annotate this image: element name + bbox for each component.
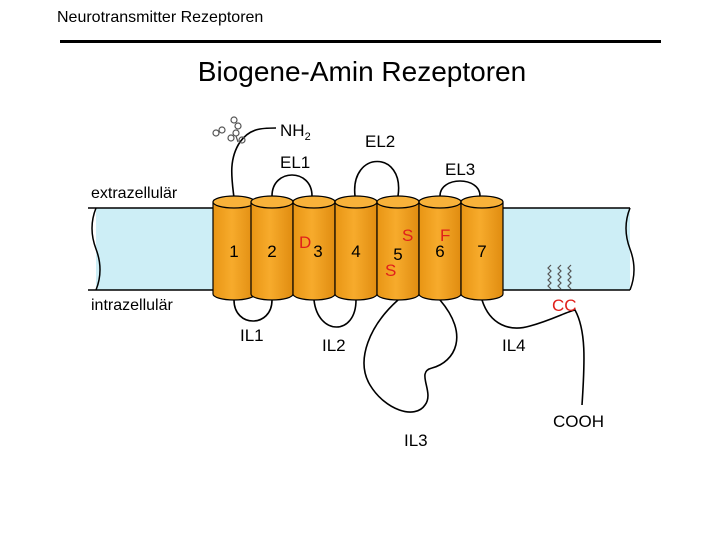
residue-f-label: F [440,226,450,245]
helix-1-cap [212,195,256,209]
helix-2-cap [250,195,294,209]
el1-loop [271,174,313,197]
helix-5-label: 5 [393,245,402,264]
residue-s2-label: S [385,261,396,280]
helix-6-label: 6 [435,242,444,261]
il4-c-terminus [481,299,585,406]
helix-3-label: 3 [313,242,322,261]
n-terminus-chain [230,127,277,199]
helix-5: 5 [376,195,420,301]
intracellular-label: intrazellulär [91,297,173,314]
residue-s1-label: S [402,226,413,245]
helix-5-cap [376,195,420,209]
helix-2-label: 2 [267,242,276,261]
el2-loop [354,160,400,197]
il4-label: IL4 [502,336,526,355]
transmembrane-helices: 1 2 3 4 5 6 7 [212,195,504,301]
helix-7-cap [460,195,504,209]
il1-loop [233,299,273,322]
el3-loop [439,180,481,197]
helix-4: 4 [334,195,378,301]
header-divider [60,40,661,43]
il1-label: IL1 [240,326,264,345]
helix-1-label: 1 [229,242,238,261]
il2-label: IL2 [322,336,346,355]
cc-residues-label: CC [552,296,577,315]
il3-label: IL3 [404,431,428,450]
helix-3: 3 [292,195,336,301]
slide-title: Biogene-Amin Rezeptoren [197,56,527,87]
helix-3-cap [292,195,336,209]
el3-label: EL3 [445,160,475,179]
extracellular-label: extrazellulär [91,185,178,202]
helix-7-body [460,201,504,301]
membrane-right-cut [625,207,635,291]
helix-7: 7 [460,195,504,301]
helix-4-cap [334,195,378,209]
membrane-left-cut [91,207,101,291]
helix-2: 2 [250,195,294,301]
il2-loop [313,299,357,328]
el2-label: EL2 [365,132,395,151]
helix-1: 1 [212,195,256,301]
il3-loop [363,299,458,413]
header-title: Neurotransmitter Rezeptoren [57,9,264,26]
el1-label: EL1 [280,153,310,172]
helix-7-label: 7 [477,242,486,261]
helix-4-label: 4 [351,242,360,261]
palmitoyl-anchor-icon [547,264,572,290]
helix-6-cap [418,195,462,209]
glycosylation-icon [212,116,246,144]
helix-6: 6 [418,195,462,301]
residue-d-label: D [299,233,311,252]
c-terminus-label: COOH [553,412,604,431]
n-terminus-label: NH2 [280,121,311,143]
